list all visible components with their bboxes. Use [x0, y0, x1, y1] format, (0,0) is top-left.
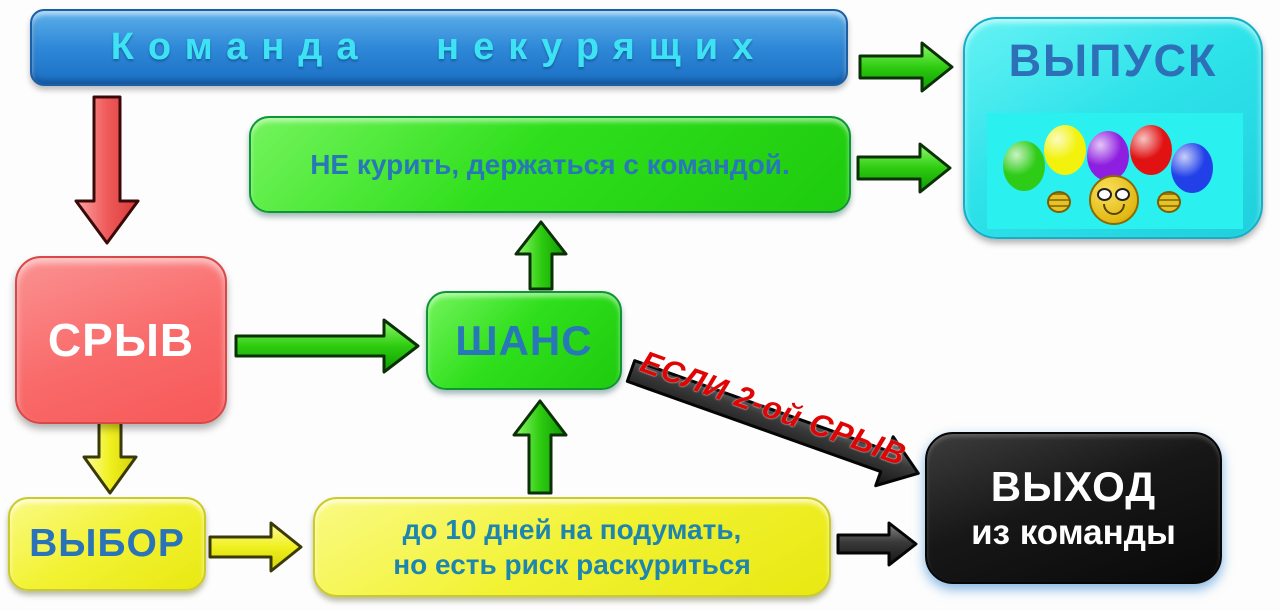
- balloon-green-icon: [1003, 141, 1045, 191]
- node-rule-label: НЕ курить, держаться с командой.: [310, 148, 790, 180]
- node-think-line2: но есть риск раскуриться: [393, 549, 751, 580]
- edge-label-if-second-relapse: ЕСЛИ 2-ой СРЫВ: [636, 344, 911, 473]
- arrow-think-to-chance: [512, 399, 568, 495]
- node-team: Команда некурящих: [30, 9, 848, 86]
- clapping-hand-icon: [1157, 191, 1181, 213]
- balloon-purple-icon: [1087, 131, 1129, 181]
- node-exit-line2: из команды: [971, 513, 1176, 553]
- smiley-mouth-icon: [1103, 204, 1125, 215]
- node-exit-line1: ВЫХОД: [990, 462, 1157, 510]
- node-chance: ШАНС: [426, 291, 622, 390]
- node-rule: НЕ курить, держаться с командой.: [249, 116, 851, 213]
- node-team-label: Команда некурящих: [110, 26, 768, 68]
- node-think-line1: до 10 дней на подумать,: [402, 514, 742, 545]
- arrow-think-to-exit: [836, 521, 918, 567]
- clapping-hand-icon: [1047, 191, 1071, 213]
- applause-smiley-icon: [1089, 175, 1139, 225]
- smiley-eye-icon: [1115, 188, 1130, 201]
- balloon-blue-icon: [1171, 143, 1213, 193]
- node-think: до 10 дней на подумать, но есть риск рас…: [313, 497, 831, 597]
- arrow-choice-to-think: [208, 521, 303, 573]
- arrow-relapse-to-chance: [234, 318, 420, 374]
- celebration-image: [987, 113, 1243, 229]
- node-exit: ВЫХОД из команды: [925, 432, 1222, 584]
- balloon-yellow-icon: [1044, 125, 1086, 175]
- arrow-team-to-graduation: [858, 41, 954, 93]
- node-choice-label: ВЫБОР: [29, 522, 185, 565]
- node-chance-label: ШАНС: [455, 316, 593, 364]
- node-choice: ВЫБОР: [8, 497, 206, 591]
- node-relapse: СРЫВ: [15, 256, 227, 424]
- smiley-eye-icon: [1097, 188, 1112, 201]
- arrow-chance-to-rule: [514, 220, 568, 291]
- balloon-red-icon: [1130, 125, 1172, 175]
- node-relapse-label: СРЫВ: [47, 314, 195, 366]
- node-graduation-label: ВЫПУСК: [1008, 35, 1218, 86]
- node-graduation: ВЫПУСК: [963, 17, 1263, 239]
- arrow-team-to-relapse: [74, 95, 140, 245]
- arrow-rule-to-graduation: [856, 142, 952, 194]
